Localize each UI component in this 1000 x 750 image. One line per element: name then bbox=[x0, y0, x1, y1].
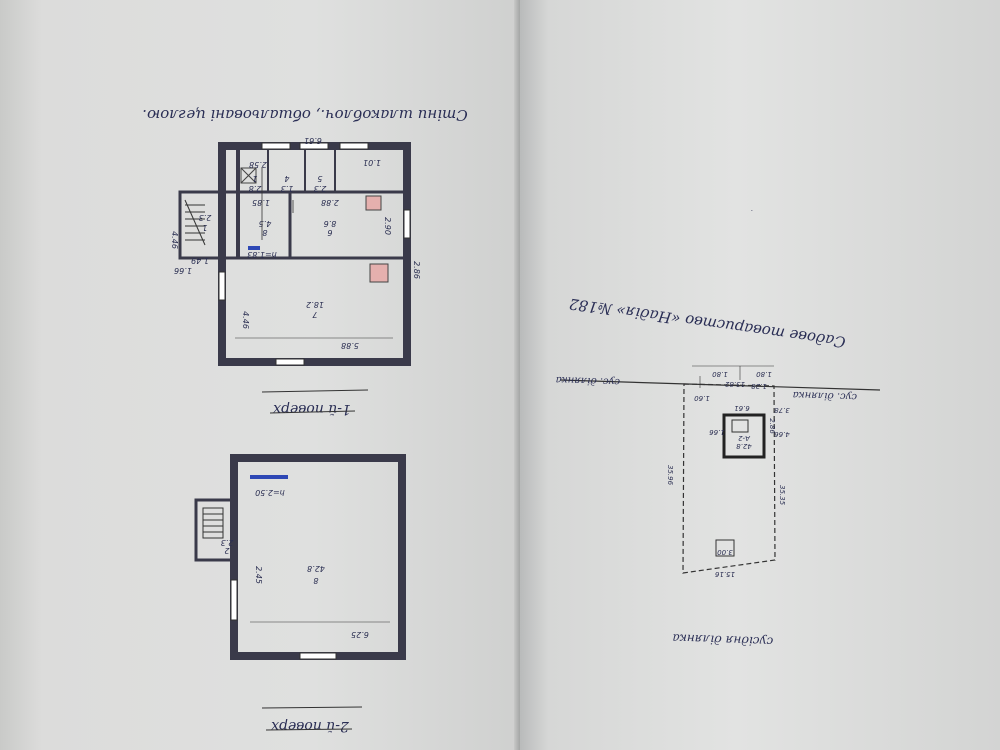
svg-text:42.8: 42.8 bbox=[307, 564, 325, 573]
heater bbox=[365, 195, 382, 211]
svg-text:6: 6 bbox=[327, 228, 332, 237]
svg-text:2.88: 2.88 bbox=[321, 198, 339, 207]
svg-text:6.25: 6.25 bbox=[351, 630, 369, 639]
svg-text:4: 4 bbox=[284, 174, 289, 183]
plot-boundary bbox=[682, 383, 776, 574]
stove bbox=[240, 167, 257, 184]
svg-text:2: 2 bbox=[224, 546, 229, 555]
svg-text:1.85: 1.85 bbox=[252, 198, 270, 207]
svg-text:5: 5 bbox=[317, 174, 322, 183]
window bbox=[299, 652, 337, 660]
svg-text:18.2: 18.2 bbox=[306, 300, 324, 309]
svg-text:5.88: 5.88 bbox=[341, 341, 359, 350]
svg-text:8: 8 bbox=[262, 228, 267, 237]
svg-text:6.61: 6.61 bbox=[734, 404, 750, 412]
floor2-outer-wall bbox=[230, 454, 406, 660]
right-page: Садове товариство «Надія» №182 сус. діля… bbox=[520, 0, 1000, 750]
svg-text:2.45: 2.45 bbox=[254, 566, 263, 584]
svg-text:4.66: 4.66 bbox=[774, 430, 790, 438]
left-page: Стіни шлакоблоч., обшальовані цеглою. bbox=[0, 0, 522, 750]
svg-text:А-2: А-2 bbox=[738, 434, 751, 442]
svg-text:42.8: 42.8 bbox=[736, 442, 752, 450]
svg-text:6.61: 6.61 bbox=[304, 136, 322, 145]
svg-text:4.5: 4.5 bbox=[259, 219, 272, 228]
window bbox=[275, 358, 305, 366]
window bbox=[339, 142, 369, 150]
svg-text:2.3: 2.3 bbox=[221, 538, 234, 547]
svg-text:1.60: 1.60 bbox=[694, 394, 710, 402]
floor1-title: 1-й поверх bbox=[273, 401, 351, 417]
floor2-plan: 8 42.8 2 2.3 6.25 2.45 h=2.50 bbox=[194, 454, 406, 660]
svg-text:4.46: 4.46 bbox=[241, 311, 250, 329]
site-title: Садове товариство «Надія» №182 bbox=[568, 295, 847, 352]
window bbox=[299, 142, 329, 150]
site-plan-drawing: Садове товариство «Надія» №182 сус. діля… bbox=[556, 206, 881, 649]
svg-text:1.49: 1.49 bbox=[191, 256, 209, 265]
svg-text:1.28: 1.28 bbox=[751, 382, 767, 390]
svg-text:3.00: 3.00 bbox=[717, 548, 733, 556]
top-note: Стіни шлакоблоч., обшальовані цеглою. bbox=[142, 106, 468, 124]
svg-text:35.35: 35.35 bbox=[778, 485, 786, 506]
svg-text:8: 8 bbox=[313, 576, 318, 585]
svg-text:13.82: 13.82 bbox=[724, 380, 745, 388]
svg-text:2.90: 2.90 bbox=[383, 217, 392, 235]
neighbor-right: сус. ділянка bbox=[793, 389, 858, 402]
floor2-title: 2-й поверх bbox=[271, 718, 350, 734]
floor-plans-drawing: Стіни шлакоблоч., обшальовані цеглою. bbox=[142, 106, 468, 734]
stair-mark bbox=[248, 246, 260, 250]
heater bbox=[369, 263, 389, 283]
window bbox=[230, 579, 238, 621]
neighbor-left: сус. ділянка bbox=[556, 374, 621, 387]
svg-text:·: · bbox=[751, 206, 753, 214]
svg-text:h=2.50: h=2.50 bbox=[255, 488, 285, 497]
window bbox=[218, 271, 226, 301]
svg-text:1.80: 1.80 bbox=[756, 370, 772, 378]
svg-text:7: 7 bbox=[312, 310, 318, 319]
svg-text:3.78: 3.78 bbox=[774, 406, 790, 414]
svg-text:1: 1 bbox=[202, 223, 207, 232]
floor1-plan: 1 2.8 4 1.3 5 2.3 8 4.5 6 8.6 7 18.2 1 2… bbox=[170, 136, 421, 366]
window bbox=[403, 209, 411, 239]
neighbor-bottom: сусідня ділянка bbox=[672, 631, 773, 649]
house-a2 bbox=[722, 413, 766, 459]
svg-text:1.66: 1.66 bbox=[709, 428, 725, 436]
svg-text:2.58: 2.58 bbox=[249, 160, 267, 169]
stair-mark bbox=[250, 475, 288, 479]
svg-text:1.80: 1.80 bbox=[712, 370, 728, 378]
svg-text:h=1.83: h=1.83 bbox=[247, 250, 277, 259]
svg-text:8.6: 8.6 bbox=[324, 219, 337, 228]
window bbox=[261, 142, 291, 150]
svg-text:1.3: 1.3 bbox=[281, 184, 294, 193]
porch bbox=[178, 190, 224, 260]
svg-text:2.3: 2.3 bbox=[314, 184, 327, 193]
svg-text:1.01: 1.01 bbox=[363, 158, 381, 167]
svg-text:1.66: 1.66 bbox=[174, 266, 192, 275]
svg-text:35.96: 35.96 bbox=[666, 465, 674, 486]
svg-text:4.46: 4.46 bbox=[170, 231, 179, 249]
svg-text:2.3: 2.3 bbox=[199, 213, 212, 222]
stair-box bbox=[194, 498, 236, 562]
svg-text:15.16: 15.16 bbox=[714, 570, 735, 578]
svg-text:2.8: 2.8 bbox=[249, 184, 262, 193]
shed bbox=[715, 539, 735, 557]
svg-text:2.86: 2.86 bbox=[768, 418, 776, 434]
svg-text:2.86: 2.86 bbox=[412, 261, 421, 279]
svg-text:1: 1 bbox=[252, 174, 257, 183]
